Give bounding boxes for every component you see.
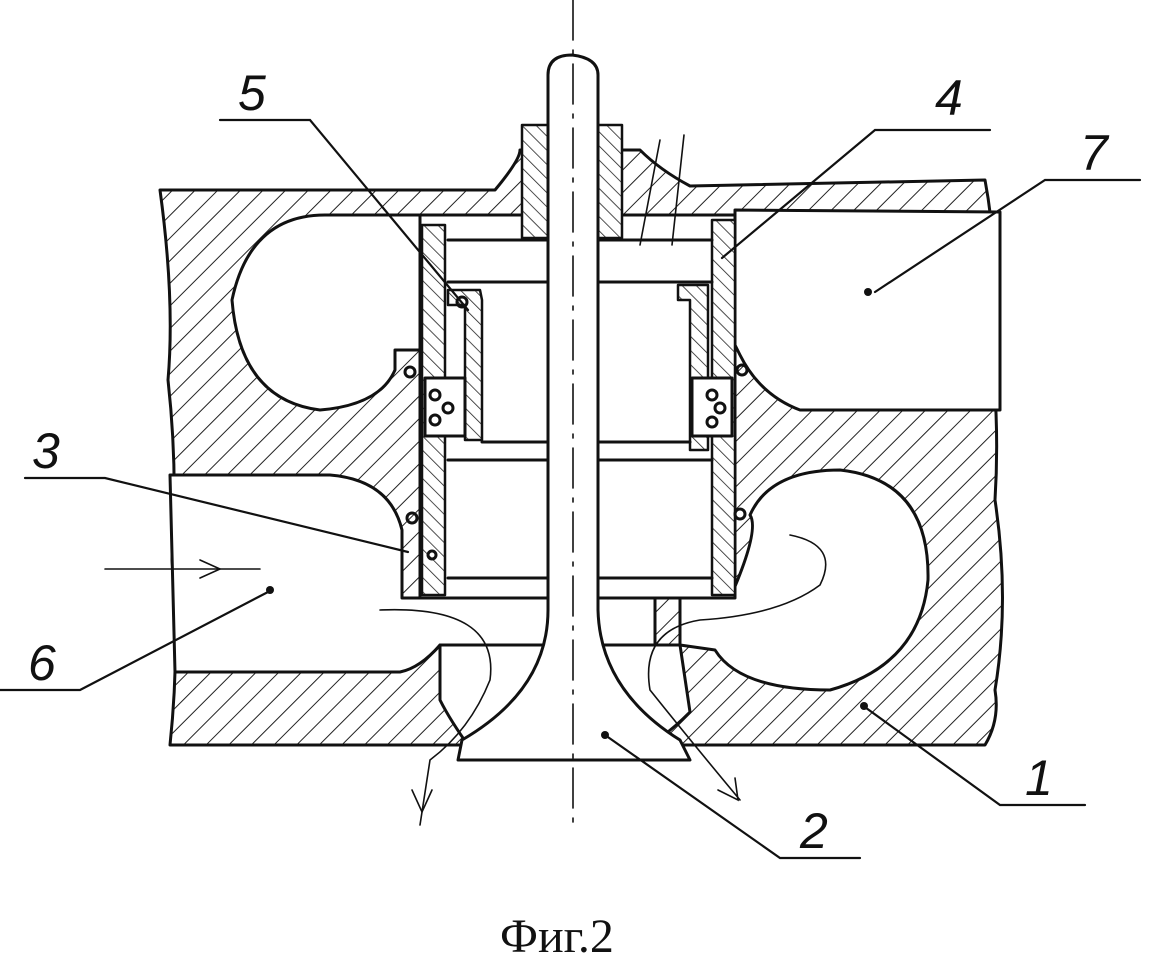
dot-1: [860, 702, 868, 710]
label-3: 3: [32, 423, 60, 479]
label-5: 5: [238, 65, 266, 121]
label-4: 4: [935, 70, 963, 126]
bearing-left: [425, 378, 465, 436]
label-2: 2: [799, 803, 828, 859]
flow-arrowhead-right: [718, 778, 738, 800]
dot-6: [266, 586, 274, 594]
top-gland-right: [598, 125, 622, 238]
label-6: 6: [28, 635, 56, 691]
dot-2: [601, 731, 609, 739]
dot-7: [864, 288, 872, 296]
figure-caption: Фиг.2: [500, 910, 614, 963]
label-1: 1: [1025, 750, 1053, 806]
top-gland: [522, 125, 548, 238]
outlet-channel-7: [735, 210, 1000, 410]
label-7: 7: [1080, 125, 1110, 181]
